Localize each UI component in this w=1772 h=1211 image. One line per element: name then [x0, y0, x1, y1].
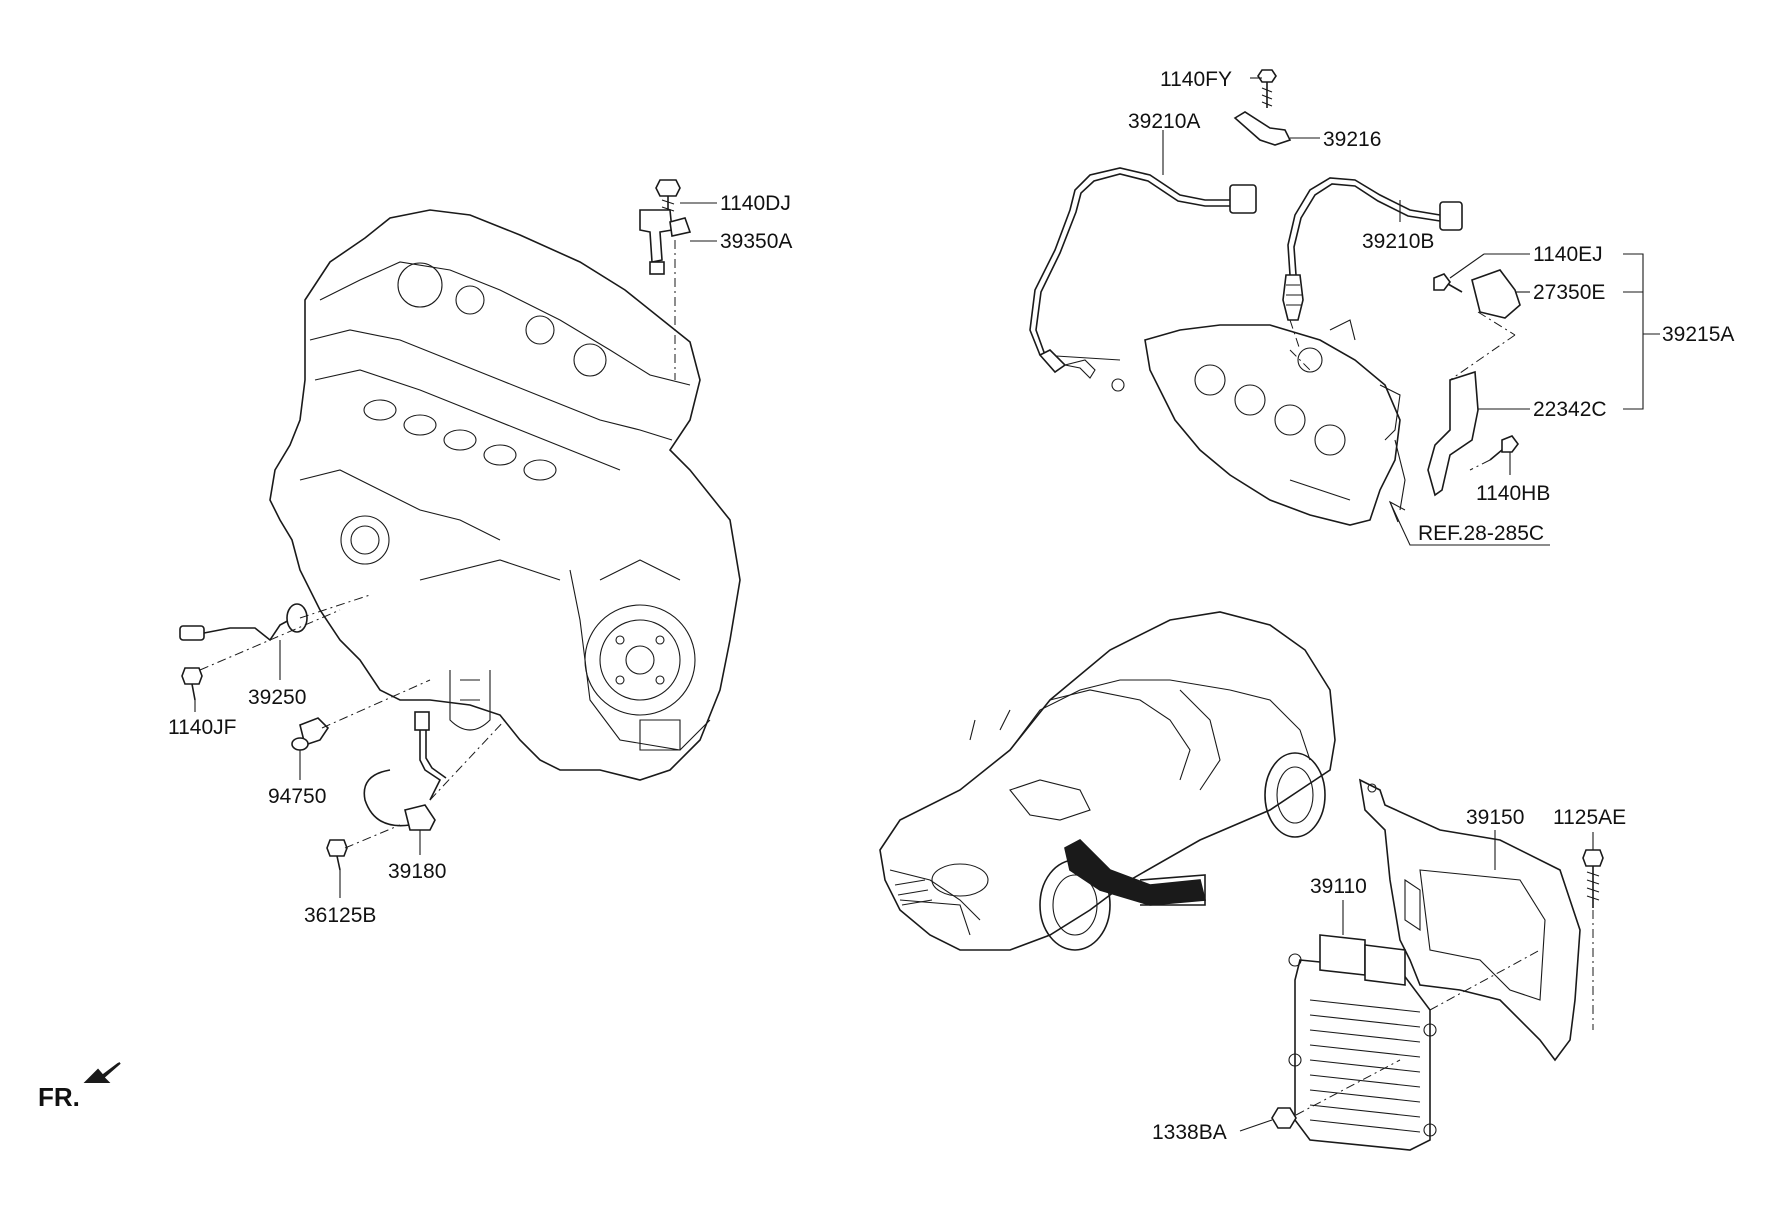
label-39180: 39180	[388, 860, 446, 883]
label-1140FY: 1140FY	[1160, 68, 1232, 91]
label-39250: 39250	[248, 686, 306, 709]
oil-pressure-switch-94750	[291, 717, 330, 751]
label-ref-28-285C: REF.28-285C	[1418, 522, 1544, 545]
exhaust-manifold	[1144, 319, 1406, 526]
label-39210A: 39210A	[1128, 110, 1200, 133]
bracket-39216	[1233, 111, 1292, 146]
cam-sensor-39350A	[639, 209, 692, 275]
bolt-1140EJ	[1433, 273, 1463, 293]
bracket-27350E	[1471, 269, 1521, 319]
projection-lines	[199, 240, 1594, 1116]
part-labels: 1140FY 39216 39210A 39210B 1140DJ 39350A…	[168, 68, 1734, 1144]
label-36125B: 36125B	[304, 904, 376, 927]
oxygen-sensor-upstream	[1029, 167, 1257, 392]
label-22342C: 22342C	[1533, 398, 1607, 421]
crank-sensor-39180	[363, 711, 447, 831]
ecu-39110	[1288, 934, 1437, 1151]
label-94750: 94750	[268, 785, 326, 808]
label-39110: 39110	[1310, 875, 1367, 898]
fr-label: FR.	[38, 1082, 80, 1112]
leader-lines	[194, 77, 1660, 1132]
label-1140EJ: 1140EJ	[1533, 243, 1603, 266]
label-39210B: 39210B	[1362, 230, 1434, 253]
label-1140JF: 1140JF	[168, 716, 237, 739]
bolt-1140HB	[1489, 435, 1519, 461]
bolt-1140JF	[181, 667, 203, 701]
engine-assembly	[269, 209, 741, 781]
label-27350E: 27350E	[1533, 281, 1605, 304]
label-1140HB: 1140HB	[1476, 482, 1550, 505]
bolt-1140DJ	[655, 179, 681, 216]
front-direction-indicator: FR.	[38, 1062, 121, 1112]
bolt-1125AE	[1582, 849, 1604, 908]
label-1125AE: 1125AE	[1553, 806, 1626, 829]
label-39150: 39150	[1466, 806, 1524, 829]
label-39350A: 39350A	[720, 230, 792, 253]
label-39216: 39216	[1323, 128, 1381, 151]
label-1338BA: 1338BA	[1152, 1121, 1227, 1144]
bolt-1140FY	[1257, 69, 1277, 108]
bracket-22342C	[1427, 370, 1479, 497]
vehicle-outline	[879, 611, 1336, 951]
label-39215A: 39215A	[1662, 323, 1734, 346]
ecu-bracket-39150	[1358, 778, 1581, 1062]
label-1140DJ: 1140DJ	[720, 192, 791, 215]
nut-1338BA	[1271, 1107, 1297, 1129]
knock-sensor-39250	[179, 603, 308, 642]
arrow-icon	[83, 1062, 121, 1083]
oxygen-sensor-downstream	[1282, 177, 1463, 321]
bolt-36125B	[326, 839, 348, 871]
